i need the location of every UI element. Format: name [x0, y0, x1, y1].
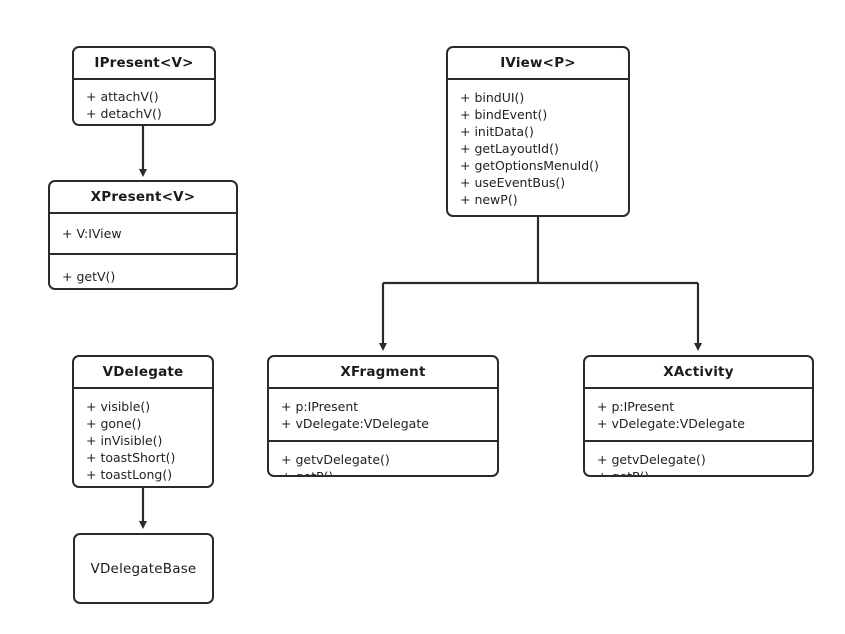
- class-box-iview[interactable]: IView<P> + bindUI() + bindEvent() + init…: [446, 46, 630, 217]
- class-member: + newP(): [460, 192, 518, 207]
- class-member: + initData(): [460, 124, 534, 139]
- class-member: + gone(): [86, 416, 142, 431]
- class-member: + p:IPresent: [281, 399, 359, 414]
- class-title-vdelegate: VDelegate: [102, 364, 184, 380]
- class-body-vdelegatebase: VDelegateBase: [75, 535, 212, 602]
- class-member: + detachV(): [86, 106, 162, 121]
- class-member: + getP(): [597, 469, 650, 477]
- class-member: + useEventBus(): [460, 175, 566, 190]
- class-member: + getP(): [281, 469, 334, 477]
- class-box-vdelegate[interactable]: VDelegate + visible() + gone() + inVisib…: [72, 355, 214, 488]
- class-title-xactivity: XActivity: [663, 364, 734, 380]
- class-title-xfragment: XFragment: [340, 364, 426, 380]
- class-box-xpresent[interactable]: XPresent<V> + V:IView + getV(): [48, 180, 238, 290]
- class-attributes-xfragment: + p:IPresent + vDelegate:VDelegate: [269, 387, 497, 440]
- class-member: + inVisible(): [86, 433, 163, 448]
- class-box-xactivity[interactable]: XActivity + p:IPresent + vDelegate:VDele…: [583, 355, 814, 477]
- class-box-xfragment[interactable]: XFragment + p:IPresent + vDelegate:VDele…: [267, 355, 499, 477]
- class-member: + getvDelegate(): [281, 452, 390, 467]
- class-title-iview: IView<P>: [500, 55, 576, 71]
- edge-iview-to-subclasses: [379, 216, 702, 351]
- class-methods-xpresent: + getV(): [50, 253, 236, 288]
- class-member: + vDelegate:VDelegate: [281, 416, 429, 431]
- class-box-ipresent[interactable]: IPresent<V> + attachV() + detachV(): [72, 46, 216, 126]
- class-member: + vDelegate:VDelegate: [597, 416, 745, 431]
- class-methods-iview: + bindUI() + bindEvent() + initData() + …: [448, 78, 628, 215]
- class-methods-xfragment: + getvDelegate() + getP(): [269, 440, 497, 477]
- class-attributes-xactivity: + p:IPresent + vDelegate:VDelegate: [585, 387, 812, 440]
- class-methods-ipresent: + attachV() + detachV(): [74, 78, 214, 124]
- class-box-vdelegatebase[interactable]: VDelegateBase: [73, 533, 214, 604]
- class-member: + getLayoutId(): [460, 141, 559, 156]
- class-methods-vdelegate: + visible() + gone() + inVisible() + toa…: [74, 387, 212, 486]
- class-methods-xactivity: + getvDelegate() + getP(): [585, 440, 812, 477]
- class-member: + attachV(): [86, 89, 159, 104]
- class-member: + toastShort(): [86, 450, 176, 465]
- class-member: + getV(): [62, 269, 116, 284]
- class-member: + getOptionsMenuId(): [460, 158, 599, 173]
- class-member: + p:IPresent: [597, 399, 675, 414]
- class-member: + bindUI(): [460, 90, 525, 105]
- class-attributes-xpresent: + V:IView: [50, 212, 236, 253]
- class-member: + bindEvent(): [460, 107, 548, 122]
- class-title-xpresent: XPresent<V>: [90, 189, 196, 205]
- class-member: + getvDelegate(): [597, 452, 706, 467]
- class-title-ipresent: IPresent<V>: [94, 55, 194, 71]
- class-title-vdelegatebase: VDelegateBase: [90, 560, 197, 577]
- class-member: + visible(): [86, 399, 151, 414]
- class-member: + toastLong(): [86, 467, 173, 482]
- class-member: + V:IView: [62, 226, 122, 241]
